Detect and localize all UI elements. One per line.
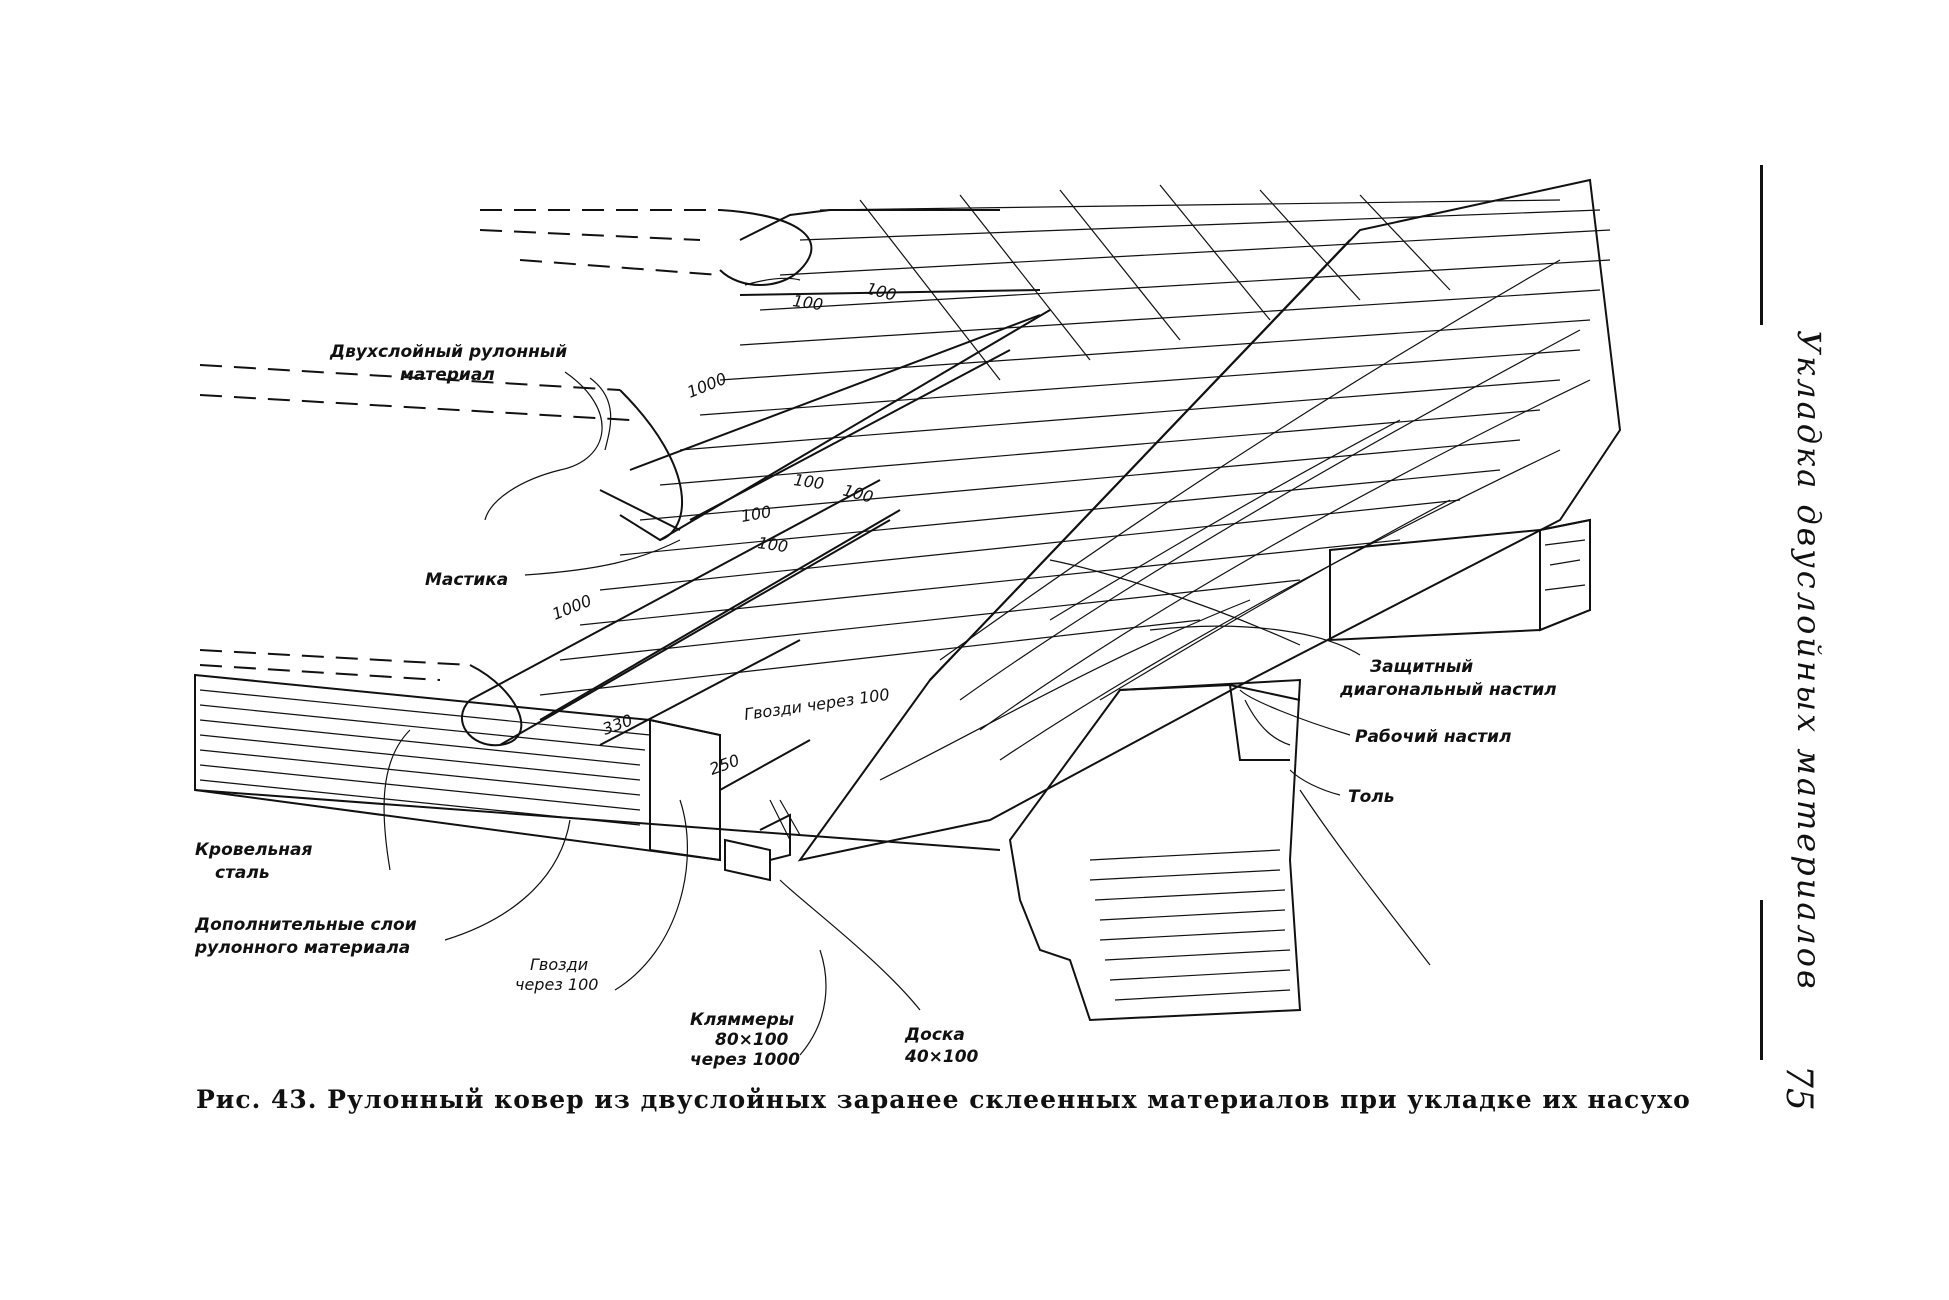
dim-100-a: 100 (791, 291, 824, 314)
dim-1000-a: 1000 (684, 369, 729, 402)
label-protective-line2: диагональный настил (1339, 680, 1557, 700)
side-title: Укладка двуслойных материалов (1790, 330, 1828, 992)
side-rule-top (1760, 165, 1763, 325)
figure-caption: Рис. 43. Рулонный ковер из двуслойных за… (196, 1085, 1691, 1114)
labels: Двухслойный рулонный материал Мастика Кр… (194, 342, 1557, 1070)
label-two-layer-roll-line1: Двухслойный рулонный (329, 342, 567, 362)
label-roofing-steel-line2: сталь (215, 863, 270, 883)
purlin (1008, 678, 1302, 1022)
label-board-line2: 40×100 (904, 1047, 979, 1067)
clamps (724, 799, 801, 882)
dim-100-f: 100 (756, 533, 789, 556)
label-roofing-steel-line1: Кровельная (195, 840, 312, 860)
dim-100-c: 100 (792, 470, 825, 493)
label-extra-layers-line2: рулонного материала (194, 938, 410, 958)
label-protective-line1: Защитный (1369, 657, 1473, 677)
deck-planks (539, 184, 1611, 696)
label-nails-line2: через 100 (515, 975, 598, 994)
label-extra-layers-line1: Дополнительные слои (194, 915, 417, 935)
label-clamps-line2: 80×100 (715, 1030, 789, 1050)
protective-diagonal-deck (797, 178, 1622, 862)
label-nails-line1: Гвозди (530, 955, 588, 974)
eave-board (194, 673, 1001, 862)
dim-250: 250 (707, 750, 742, 778)
label-board-line1: Доска (904, 1025, 965, 1045)
roll-bottom (460, 479, 901, 791)
dim-100-e: 100 (739, 502, 772, 526)
page-number: 75 (1778, 1065, 1819, 1111)
roll-strips (199, 209, 721, 681)
label-working-deck: Рабочий настил (1355, 727, 1511, 747)
label-nails-along: Гвозди через 100 (743, 685, 891, 724)
end-beam (1329, 518, 1591, 642)
leader-lines (383, 371, 1431, 1056)
side-rule-bottom (1760, 900, 1763, 1060)
roll-top (719, 209, 1041, 296)
dim-100-b: 100 (864, 279, 898, 305)
label-two-layer-roll-line2: материал (400, 365, 495, 385)
roll-middle (599, 309, 1051, 542)
label-clamps-line3: через 1000 (690, 1050, 800, 1070)
label-mastic: Мастика (425, 570, 508, 590)
label-tol: Толь (1348, 787, 1394, 807)
dim-1000-b: 1000 (549, 591, 594, 624)
label-clamps-line1: Кляммеры (690, 1010, 794, 1030)
